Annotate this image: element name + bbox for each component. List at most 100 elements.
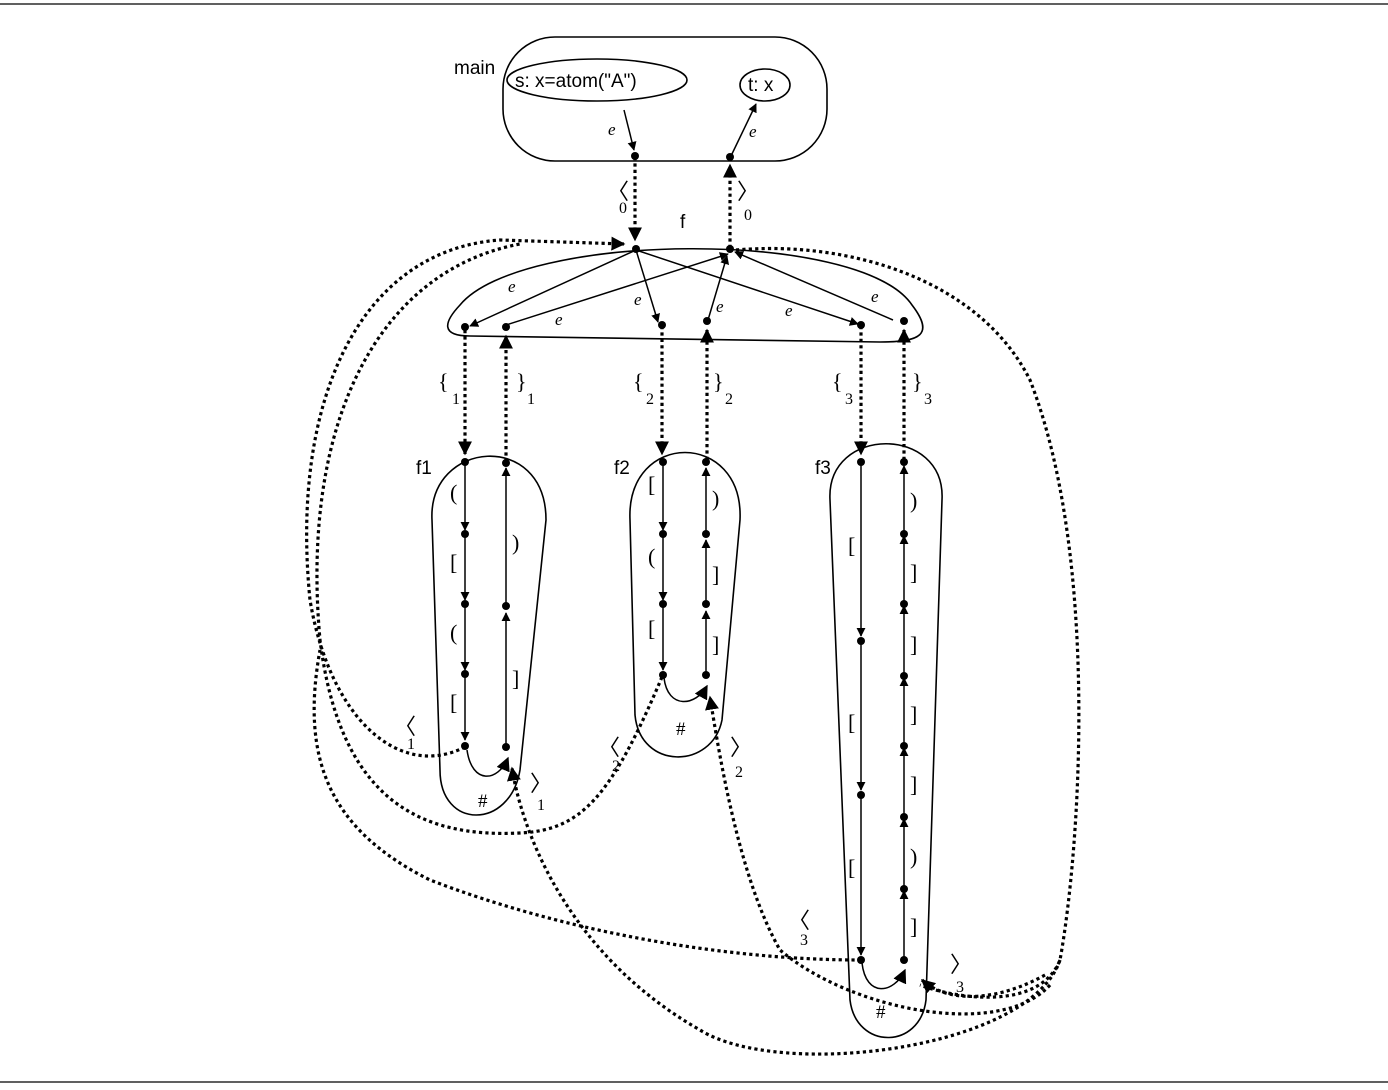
f2-node: [702, 600, 710, 608]
f1-node: [461, 530, 469, 538]
edge-ret1-to-f-exit: [505, 252, 729, 326]
call2-label: 〈: [598, 735, 620, 760]
f3-label-hash: #: [876, 1002, 886, 1023]
f3-node: [900, 672, 908, 680]
ret2-subscript: 2: [735, 764, 743, 781]
f2-label-d3: [: [648, 616, 655, 641]
edge-label-e: e: [555, 310, 563, 329]
node-return-site: [726, 153, 734, 161]
edge-ret2-to-f-exit: [707, 255, 730, 321]
close2-subscript: 2: [725, 391, 733, 408]
f3-node: [900, 813, 908, 821]
edge-f-entry-to-call3: [635, 249, 859, 326]
f1-label: f1: [416, 458, 432, 479]
f1-edge-hash: [466, 749, 510, 777]
node-t-ellipse: [739, 68, 791, 102]
ret1-edge: [507, 766, 1062, 1056]
f2-node: [702, 530, 710, 538]
f1-node: [461, 670, 469, 678]
node-f-exit: [726, 245, 734, 253]
ret1-label: 〉: [530, 771, 552, 796]
edge-label-e: e: [871, 287, 879, 306]
ret-exit-to-return-sites: [735, 246, 1081, 999]
f2-label-u1: ): [712, 486, 719, 511]
f2-label-u3: ]: [712, 632, 719, 657]
close2-label: }: [713, 369, 724, 394]
f3-label-d1: [: [848, 533, 855, 558]
f3-label: f3: [815, 458, 831, 479]
call1-label: 〈: [394, 714, 416, 739]
f3-node: [857, 637, 865, 645]
f2-node: [702, 671, 710, 679]
f1-node: [461, 458, 469, 466]
edge-label-e: e: [785, 301, 793, 320]
open2-subscript: 2: [646, 391, 654, 408]
f2-label-u2: ]: [712, 562, 719, 587]
f1-node: [502, 743, 510, 751]
open1-subscript: 1: [452, 391, 460, 408]
f2-label-hash: #: [676, 719, 686, 740]
f3-node: [857, 791, 865, 799]
f2-node: [702, 458, 710, 466]
node-s-label: s: x=atom("A"): [515, 71, 637, 92]
open1-label: {: [438, 369, 449, 394]
node-ret1: [502, 323, 510, 331]
ret2-edge: [705, 695, 1052, 1016]
ret3-label: 〉: [950, 952, 972, 977]
node-call2: [658, 321, 666, 329]
f3-node: [900, 742, 908, 750]
open3-subscript: 3: [845, 391, 853, 408]
call3-edge: [312, 649, 862, 962]
f3-label-u1: ): [910, 488, 917, 513]
edge-f-entry-to-call1: [469, 249, 637, 327]
call0-label: 〈: [607, 179, 629, 204]
call1-subscript: 1: [407, 736, 415, 753]
main-procedure-boundary: [502, 36, 828, 162]
close3-subscript: 3: [924, 391, 932, 408]
f1-label-u1: ): [512, 530, 519, 555]
node-call1: [461, 323, 469, 331]
f3-label-u2: ]: [910, 560, 917, 585]
f3-procedure-boundary: [829, 443, 943, 1039]
f3-label-u6: ): [910, 844, 917, 869]
call2-subscript: 2: [612, 758, 620, 775]
f2-label: f2: [614, 458, 630, 479]
node-call-site: [631, 152, 639, 160]
close1-subscript: 1: [527, 391, 535, 408]
edge-ret-to-t: [730, 103, 757, 157]
f3-edge-hash: [861, 962, 907, 990]
ret0-label: 〉: [737, 179, 759, 204]
ret2-label: 〉: [730, 735, 752, 760]
call1-edge: [305, 236, 626, 758]
node-call3: [857, 321, 865, 329]
f1-node: [461, 600, 469, 608]
f2-label-d1: [: [648, 472, 655, 497]
f2-procedure-boundary: [629, 451, 741, 758]
f3-node: [900, 956, 908, 964]
f3-node: [900, 600, 908, 608]
f3-node: [900, 885, 908, 893]
f3-node: [900, 458, 908, 466]
node-f-entry: [632, 245, 640, 253]
f1-label-hash: #: [478, 791, 488, 812]
edge-label-e: e: [508, 277, 516, 296]
f3-label-u7: ]: [910, 914, 917, 939]
f1-label-d1: (: [450, 480, 457, 505]
edge-ret3-to-f-exit: [734, 251, 894, 321]
f3-label-d3: [: [848, 855, 855, 880]
open2-label: {: [633, 369, 644, 394]
f3-label-u5: ]: [910, 772, 917, 797]
edge-label-e: e: [608, 120, 616, 139]
edge-s-to-call: [623, 109, 637, 151]
f2-node: [659, 600, 667, 608]
f2-edge-hash: [663, 677, 708, 703]
f1-label-d4: [: [450, 690, 457, 715]
f3-label-u4: ]: [910, 702, 917, 727]
ret3-edge: [920, 973, 1046, 998]
f3-label-d2: [: [848, 710, 855, 735]
f2-node: [659, 458, 667, 466]
f1-procedure-boundary: [431, 455, 547, 816]
f3-node: [900, 530, 908, 538]
node-ret2: [703, 317, 711, 325]
